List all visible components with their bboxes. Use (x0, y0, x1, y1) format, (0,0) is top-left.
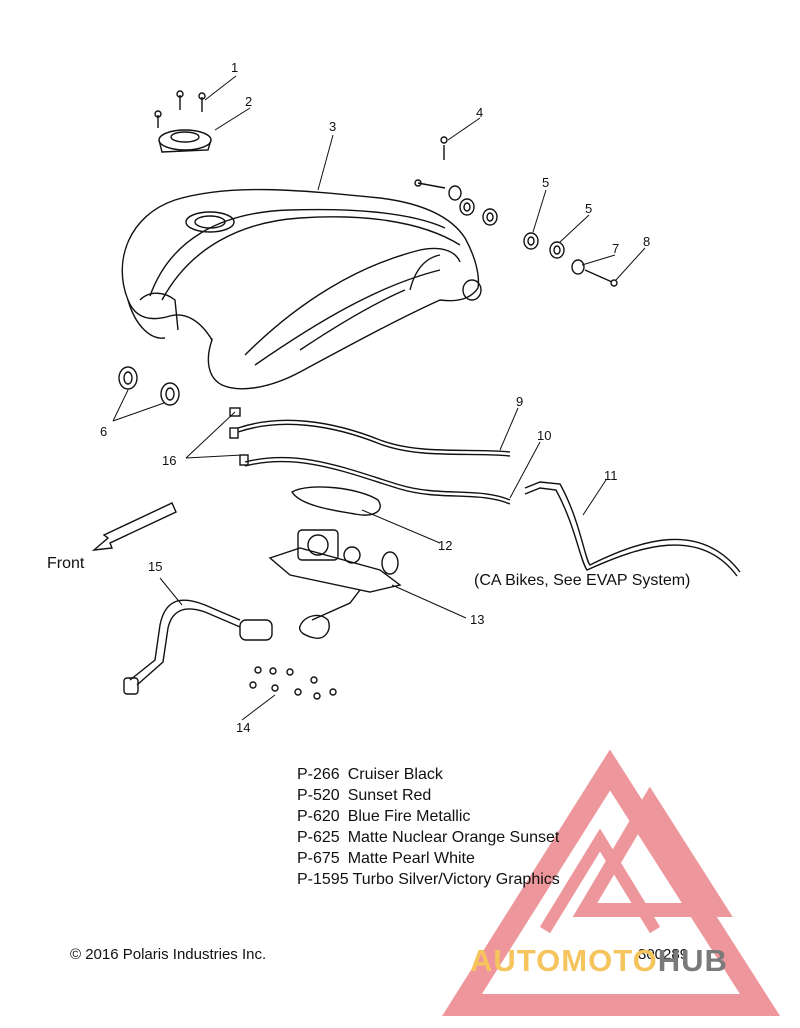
leader-lines (112, 75, 646, 721)
callout-3: 3 (329, 119, 337, 134)
front-arrow (91, 502, 177, 551)
legend-row: P-266 Cruiser Black (297, 764, 560, 785)
grommets (118, 366, 180, 406)
callout-5b: 5 (585, 201, 593, 216)
legend-row: P-620 Blue Fire Metallic (297, 806, 560, 827)
mount-hardware (414, 136, 618, 287)
legend-row: P-520 Sunset Red (297, 785, 560, 806)
callout-8: 8 (643, 234, 651, 249)
legend-code: P-625 (297, 829, 340, 846)
callout-13: 13 (470, 612, 485, 627)
callout-15: 15 (148, 559, 163, 574)
callout-6: 6 (100, 424, 108, 439)
legend-name: Matte Nuclear Orange Sunset (347, 829, 560, 846)
watermark-text-part2: HUB (657, 943, 728, 978)
callout-7: 7 (612, 241, 620, 256)
copyright-notice: © 2016 Polaris Industries Inc. (70, 946, 267, 963)
pump-screws (249, 666, 337, 700)
fuel-pump (268, 529, 402, 639)
evap-hose (524, 481, 741, 577)
callout-4: 4 (476, 105, 484, 120)
legend-code: P-620 (297, 808, 340, 825)
legend-name: Blue Fire Metallic (347, 808, 471, 825)
cap-ring (158, 129, 212, 153)
cap-screws (154, 90, 206, 128)
callout-2: 2 (245, 94, 253, 109)
callout-16: 16 (162, 453, 177, 468)
watermark-text-part1: AUTOMOTO (470, 943, 658, 978)
document-number: 800289 (638, 946, 689, 963)
hoses (229, 407, 511, 505)
callout-11: 11 (604, 468, 618, 483)
callout-10: 10 (537, 428, 552, 443)
ca-bikes-note: (CA Bikes, See EVAP System) (474, 572, 691, 589)
callout-12: 12 (438, 538, 453, 553)
callout-5a: 5 (542, 175, 550, 190)
fuel-tank (121, 188, 482, 390)
callout-14: 14 (236, 720, 251, 735)
legend-code: P-266 (297, 766, 340, 783)
watermark-logo (442, 749, 781, 1016)
legend-name: Sunset Red (347, 787, 432, 804)
legend-name: Turbo Silver/Victory Graphics (352, 871, 560, 888)
callout-9: 9 (516, 394, 524, 409)
legend-name: Matte Pearl White (347, 850, 475, 867)
legend-name: Cruiser Black (347, 766, 443, 783)
legend-row: P-625 Matte Nuclear Orange Sunset (297, 827, 560, 848)
color-legend: P-266 Cruiser Black P-520 Sunset Red P-620… (297, 764, 560, 890)
legend-row: P-675 Matte Pearl White (297, 848, 560, 869)
legend-code: P-520 (297, 787, 340, 804)
gasket (291, 486, 381, 516)
front-label: Front (47, 555, 85, 572)
callout-1: 1 (231, 60, 239, 75)
legend-code: P-1595 (297, 871, 349, 888)
watermark-text: AUTOMOTOHUB (470, 943, 728, 979)
fuel-hose (123, 599, 273, 695)
legend-code: P-675 (297, 850, 340, 867)
